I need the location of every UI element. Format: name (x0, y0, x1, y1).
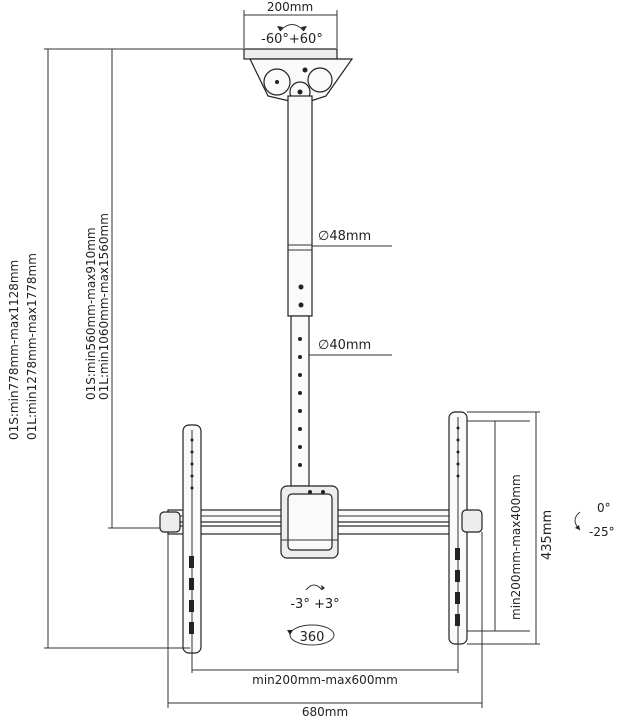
bracket-height-dimension: 435mm (467, 411, 555, 645)
tube-inner-label: ∅40mm (318, 338, 371, 353)
left-arm (159, 424, 202, 654)
vertical-vesa-dimension: min200mm-max400mm (467, 420, 530, 632)
tube-outer-label: ∅48mm (318, 229, 371, 244)
tube-outer-dimension: ∅48mm (312, 229, 392, 247)
overall-width-dimension: 680mm (167, 532, 483, 719)
pole-length-long-label: 01L:min1060mm-max1560mm (97, 213, 111, 400)
top-width-dimension: 200mm (243, 0, 338, 48)
pole-length-short-label: 01S:min560mm-max910mm (84, 227, 98, 400)
pole-length-dimension: 01S:min560mm-max910mm 01L:min1060mm-max1… (84, 49, 160, 529)
horizontal-vesa-dimension: min200mm-max600mm (191, 640, 459, 687)
rotation-label: 360 (300, 630, 325, 645)
level-adjust-annotation: -3° +3° (290, 584, 340, 612)
vertical-vesa-label: min200mm-max400mm (509, 474, 523, 620)
overall-height-short-label: 01S:min778mm-max1128mm (7, 260, 21, 440)
top-width-label: 200mm (267, 0, 313, 14)
tube-inner-dimension: ∅40mm (309, 338, 392, 356)
bracket-height-label: 435mm (540, 510, 555, 560)
overall-height-long-label: 01L:min1278mm-max1778mm (25, 253, 39, 440)
right-arm (448, 411, 483, 645)
tilt-bottom-label: -25° (589, 525, 615, 539)
overall-width-label: 680mm (302, 705, 348, 719)
outer-tube (287, 95, 313, 317)
rotation-annotation: 360 (287, 624, 335, 646)
tilt-top-label: 0° (597, 501, 611, 515)
swivel-annotation: -60°+60° (261, 24, 323, 47)
ceiling-plate (243, 48, 354, 105)
tilt-annotation: 0° -25° (574, 501, 615, 539)
overall-height-dimension: 01S:min778mm-max1128mm 01L:min1278mm-max… (7, 48, 244, 649)
center-head (280, 485, 339, 559)
horizontal-vesa-label: min200mm-max600mm (252, 673, 398, 687)
inner-tube (290, 315, 310, 487)
level-adjust-label: -3° +3° (290, 597, 339, 612)
swivel-label: -60°+60° (261, 32, 323, 47)
